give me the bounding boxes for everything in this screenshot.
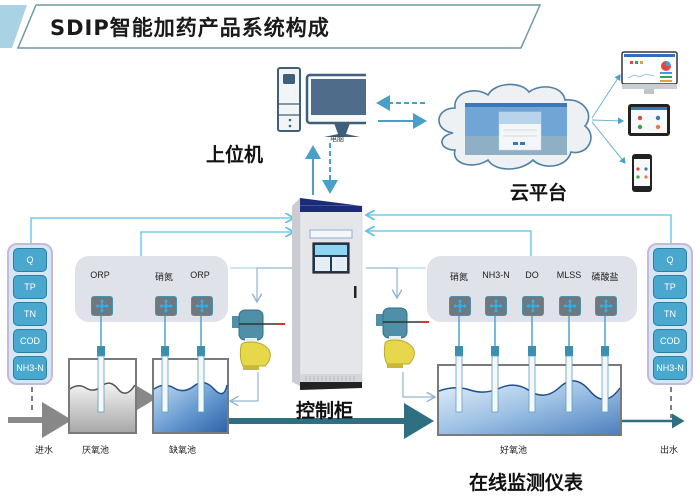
sensor-transmitter-icon [485, 296, 507, 316]
inlet-meter-column: Q TP TN COD NH3-N [7, 243, 53, 385]
right-sensor-label-4: MLSS [556, 270, 582, 280]
probe-anaerobic-orp [97, 316, 105, 413]
sensor-transmitter-icon [91, 296, 113, 316]
cabinet-to-right-pump-line [366, 267, 397, 298]
title-frame [16, 4, 542, 49]
outlet-meters-signal-line [366, 215, 672, 243]
left-sensor-label-3: ORP [190, 270, 210, 280]
upper-computer [277, 67, 366, 137]
inlet-meter-cod: COD [13, 329, 47, 353]
pc-tower-icon [277, 67, 301, 132]
inlet-label: 进水 [35, 446, 54, 456]
probe-anoxic-orp [197, 316, 205, 413]
cloud-platform-label: 云平台 [510, 182, 568, 204]
upper-computer-label: 上位机 [206, 144, 264, 166]
outlet-meter-cod: COD [653, 329, 687, 353]
monitor-icon [305, 73, 366, 137]
tablet-icon [628, 104, 670, 136]
left-panel-signal-line [140, 232, 294, 256]
phone-icon [632, 154, 652, 192]
title-accent-stripe [0, 5, 27, 48]
anoxic-tank-label: 缺氧池 [169, 446, 197, 456]
cabinet-to-left-pump-line [257, 267, 294, 302]
cabinet-door-handle [354, 286, 357, 298]
sensor-transmitter-icon [522, 296, 544, 316]
cloud-to-desktop-arrow [591, 74, 621, 119]
inlet-meter-tp: TP [13, 275, 47, 299]
left-pump-dosing-line [230, 372, 259, 401]
cloud-to-phone-arrow [591, 121, 626, 164]
right-sensor-label-3: DO [525, 270, 539, 280]
sensor-transmitter-icon [155, 296, 177, 316]
outlet-meter-tn: TN [653, 302, 687, 326]
sensor-transmitter-icon [595, 296, 617, 316]
right-pump-dosing-line [402, 372, 435, 397]
right-panel-signal-line [366, 231, 532, 256]
cloud-login-screenshot [465, 103, 567, 155]
outlet-meter-tp: TP [653, 275, 687, 299]
page-title: SDIP智能加药产品系统构成 [50, 16, 330, 40]
computer-caption: 电脑 [330, 135, 344, 143]
inlet-meters-signal-line [30, 218, 294, 243]
right-sensor-label-2: NH3-N [482, 270, 510, 280]
desktop-monitor-icon [621, 51, 678, 94]
probe-anoxic-nitrate [161, 316, 169, 413]
right-sensor-label-1: 硝氮 [449, 272, 468, 282]
probe-aerobic-nh3n [491, 316, 499, 413]
outlet-meter-q: Q [653, 248, 687, 272]
outlet-meter-nh3n: NH3-N [653, 356, 687, 380]
probe-aerobic-mlss [565, 316, 573, 413]
cabinet-nameplate [309, 229, 353, 239]
sensor-transmitter-icon [191, 296, 213, 316]
sensor-transmitter-icon [559, 296, 581, 316]
inlet-meter-tn: TN [13, 302, 47, 326]
online-instruments-label: 在线监测仪表 [469, 472, 584, 494]
left-dosing-pump [232, 309, 285, 370]
anaerobic-tank-label: 厌氧池 [82, 446, 110, 456]
inlet-meter-q: Q [13, 248, 47, 272]
cloud-to-tablet-arrow [591, 117, 624, 125]
outlet-label: 出水 [660, 446, 679, 456]
probe-aerobic-phosphate [601, 316, 609, 413]
control-cabinet-label: 控制柜 [296, 400, 354, 422]
inlet-meter-nh3n: NH3-N [13, 356, 47, 380]
client-devices [621, 51, 678, 192]
sensor-transmitter-icon [449, 296, 471, 316]
left-sensor-label-2: 硝氮 [154, 272, 173, 282]
aerobic-tank-label: 好氧池 [500, 446, 528, 456]
right-dosing-pump [376, 307, 429, 368]
cloud-platform [438, 83, 592, 170]
outlet-meter-column: Q TP TN COD NH3-N [647, 243, 693, 385]
probe-aerobic-do [528, 316, 536, 413]
control-cabinet [292, 198, 363, 390]
probe-aerobic-nitrate [455, 316, 463, 413]
right-sensor-label-5: 磷酸盐 [591, 272, 619, 282]
left-sensor-label-1: ORP [90, 270, 110, 280]
